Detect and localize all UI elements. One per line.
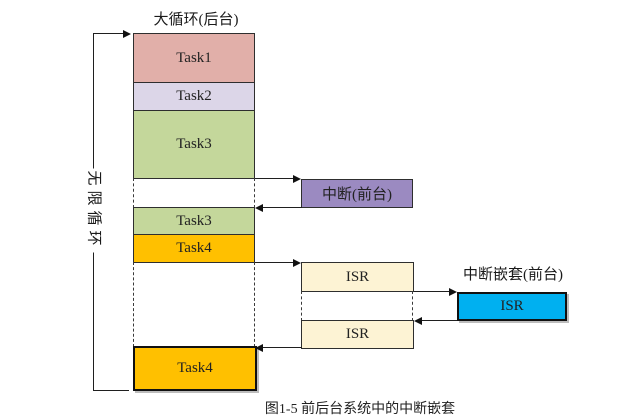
task4-label: Task4 [176, 240, 212, 256]
arrowhead-right-icon [449, 288, 457, 296]
task3-box: Task3 [133, 110, 255, 179]
arrowhead-left-icon [255, 344, 263, 352]
background-suspended-gap-1 [133, 178, 255, 208]
nested-interrupt-title: 中断嵌套(前台) [463, 267, 563, 283]
nested-entry-line [414, 291, 451, 292]
task3-label: Task3 [176, 136, 212, 152]
main-loop-title: 大循环(后台) [153, 12, 239, 28]
task1-label: Task1 [176, 49, 212, 66]
interrupt-entry-line [255, 178, 295, 179]
nested-isr-box: ISR [457, 292, 567, 321]
isr-label-2: ISR [345, 326, 370, 342]
isr-label-1: ISR [345, 268, 370, 285]
task4-label-2: Task4 [177, 360, 213, 376]
isr-box-1: ISR [301, 262, 414, 292]
loop-return-line [93, 390, 129, 391]
nested-isr-label: ISR [500, 298, 524, 314]
arrowhead-left-icon [255, 204, 263, 212]
interrupt-return-line [262, 207, 302, 208]
arrowhead-right-icon [293, 175, 301, 183]
interrupt-box: 中断(前台) [301, 179, 413, 208]
isr-entry-line [255, 262, 295, 263]
background-suspended-gap-2 [133, 262, 255, 347]
interrupt-label: 中断(前台) [322, 187, 392, 203]
task4-box-2: Task4 [133, 346, 257, 391]
loop-entry-line [93, 33, 126, 34]
task3-box-2: Task3 [133, 207, 255, 235]
arrowhead-right-icon [123, 30, 131, 38]
task1-box: Task1 [133, 33, 255, 83]
nested-return-line [421, 320, 457, 321]
isr-suspended-gap [301, 291, 413, 321]
arrowhead-right-icon [293, 259, 301, 267]
arrowhead-left-icon [414, 317, 422, 325]
task3-label-2: Task3 [176, 212, 212, 229]
task4-box: Task4 [133, 234, 255, 263]
caption-clipped: 图1-5 前后台系统中的中断嵌套 [264, 402, 456, 417]
isr-return-line [262, 347, 302, 348]
isr-box-2: ISR [301, 320, 414, 349]
task2-label: Task2 [176, 88, 212, 104]
diagram-canvas: { "diagram": { "title": "大循环(后台)", "infi… [84, 12, 567, 417]
task2-box: Task2 [133, 82, 255, 111]
infinite-loop-label: 无限循环 [84, 168, 102, 253]
